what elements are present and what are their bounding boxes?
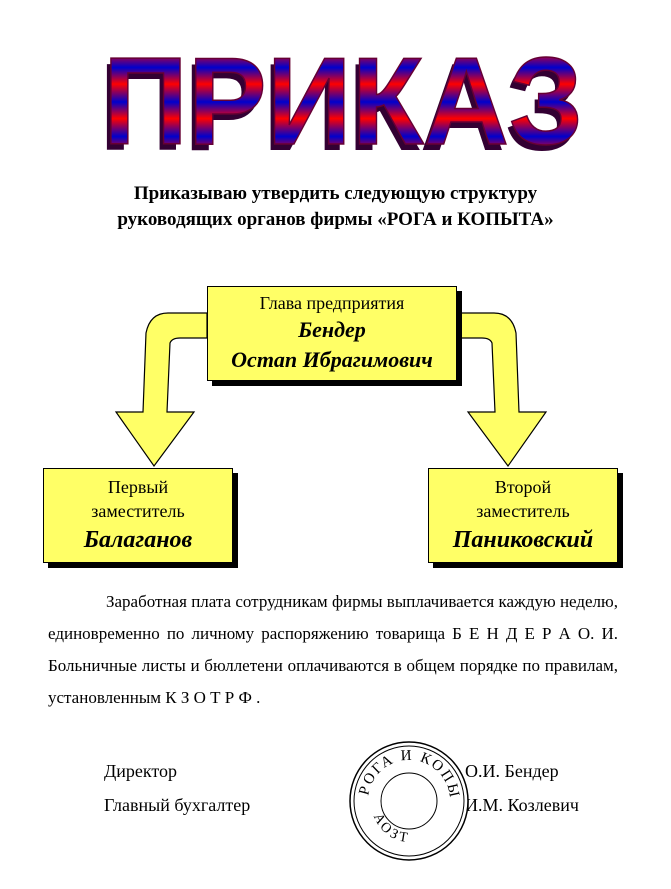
signature-role-accountant: Главный бухгалтер — [104, 795, 251, 815]
first-deputy-box: Первый заместитель Балаганов — [43, 468, 233, 563]
body-paragraph: Заработная плата сотрудникам фирмы выпла… — [48, 586, 618, 714]
signature-name-accountant: И.М. Козлевич — [465, 795, 579, 815]
first-deputy-role-1: Первый — [107, 477, 169, 497]
heading-line-2: руководящих органов фирмы «РОГА и КОПЫТА… — [117, 209, 554, 230]
title-shadow: ПРИКАЗ — [99, 39, 579, 170]
body-text: Заработная плата сотрудникам фирмы выпла… — [48, 592, 618, 707]
first-deputy-name: Балаганов — [83, 527, 193, 553]
right-arrow — [456, 312, 548, 468]
title-wordart: ПРИКАЗ ПРИКАЗ — [99, 32, 584, 170]
left-arrow — [114, 312, 208, 468]
second-deputy-name: Паниковский — [452, 527, 594, 553]
head-surname: Бендер — [298, 317, 366, 342]
signature-role-director: Директор — [104, 761, 178, 781]
heading-line-1: Приказываю утвердить следующую структуру — [133, 183, 538, 204]
head-box: Глава предприятия Бендер Остап Ибрагимов… — [207, 286, 457, 381]
company-stamp: РОГА И КОПЫТА АОЗТ — [348, 740, 469, 861]
head-name: Остап Ибрагимович — [231, 347, 433, 372]
second-deputy-box: Второй заместитель Паниковский — [428, 468, 618, 563]
title-text: ПРИКАЗ — [103, 33, 583, 170]
first-deputy-role-2: заместитель — [91, 501, 185, 521]
second-deputy-role-1: Второй — [494, 477, 552, 497]
signature-name-director: О.И. Бендер — [465, 761, 559, 781]
head-role: Глава предприятия — [259, 293, 405, 313]
second-deputy-role-2: заместитель — [476, 501, 570, 521]
